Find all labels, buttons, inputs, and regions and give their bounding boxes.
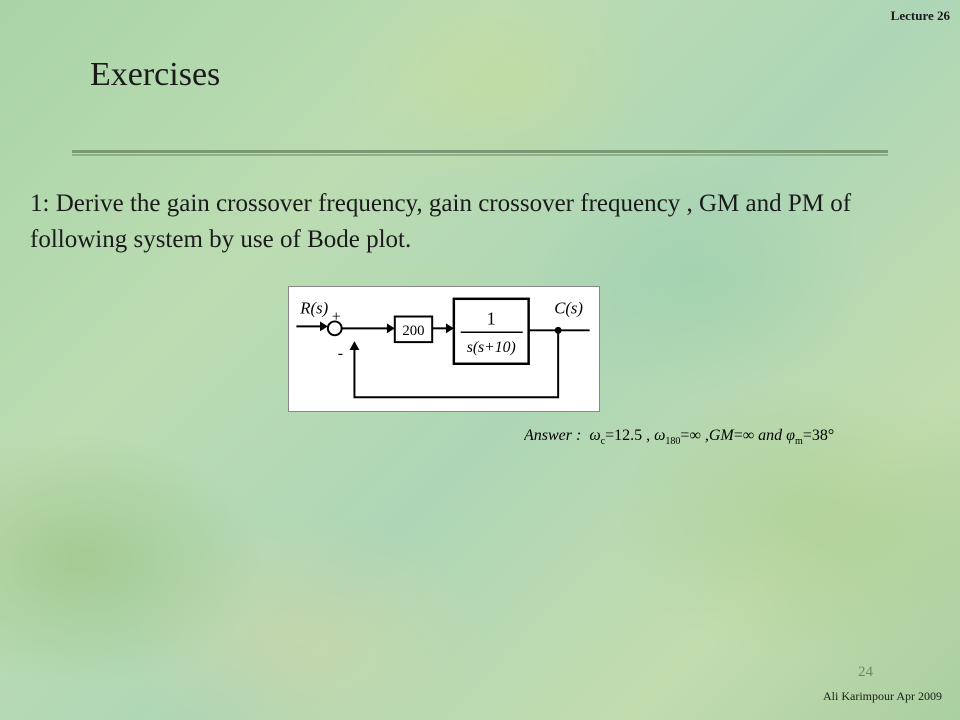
svg-text:Answer : ωc=12.5 , ω18: Answer : ωc=12.5 , ω180=∞ ,GM=∞ and φm=3…: [524, 427, 834, 447]
phi-m-symbol: φ: [786, 427, 795, 444]
footer-credit: Ali Karimpour Apr 2009: [823, 689, 942, 703]
plant-block: [452, 297, 530, 365]
slide-title: Exercises: [90, 56, 221, 93]
output-label: C(s): [554, 299, 583, 318]
exercise-question: 1: Derive the gain crossover frequency, …: [30, 190, 852, 253]
answer-line: Answer : ωc=12.5 , ω180=∞ ,GM=∞ and φm=3…: [524, 427, 834, 447]
omega-180-value: ∞: [689, 427, 700, 444]
omega-c-value: 12.5: [614, 427, 642, 444]
input-arrowhead: [320, 321, 328, 332]
feedback-arrowhead: [349, 341, 360, 350]
page-number: 24: [858, 664, 873, 680]
gain-arrowhead: [386, 323, 395, 334]
title-divider: [72, 150, 888, 156]
pm-value: 38°: [812, 427, 834, 444]
gain-block: [393, 315, 434, 344]
plant-arrowhead: [445, 323, 454, 334]
gain-block-value: 200: [402, 323, 424, 339]
and-text: and: [758, 427, 783, 444]
phi-m-subscript: m: [795, 436, 803, 447]
gm-label: GM: [709, 427, 736, 444]
omega-c-symbol: ω: [589, 427, 600, 444]
plant-denominator: s(s+10): [467, 339, 516, 356]
takeoff-point: [554, 326, 562, 334]
summing-plus-sign: +: [332, 308, 341, 325]
lecture-header: Lecture 26: [890, 8, 950, 23]
omega-180-symbol: ω: [654, 427, 665, 444]
omega-c-subscript: c: [601, 436, 606, 447]
plant-numerator: 1: [487, 308, 496, 328]
summing-minus-sign: -: [338, 345, 343, 362]
gm-value: ∞: [743, 427, 754, 444]
omega-180-subscript: 180: [665, 436, 680, 447]
answer-prefix: Answer :: [524, 427, 581, 444]
block-diagram: R(s) + - 200 1 s(s+10) C(s): [288, 286, 600, 412]
feedback-path: [353, 330, 560, 399]
input-label: R(s): [299, 299, 328, 318]
summing-junction: [326, 320, 343, 337]
